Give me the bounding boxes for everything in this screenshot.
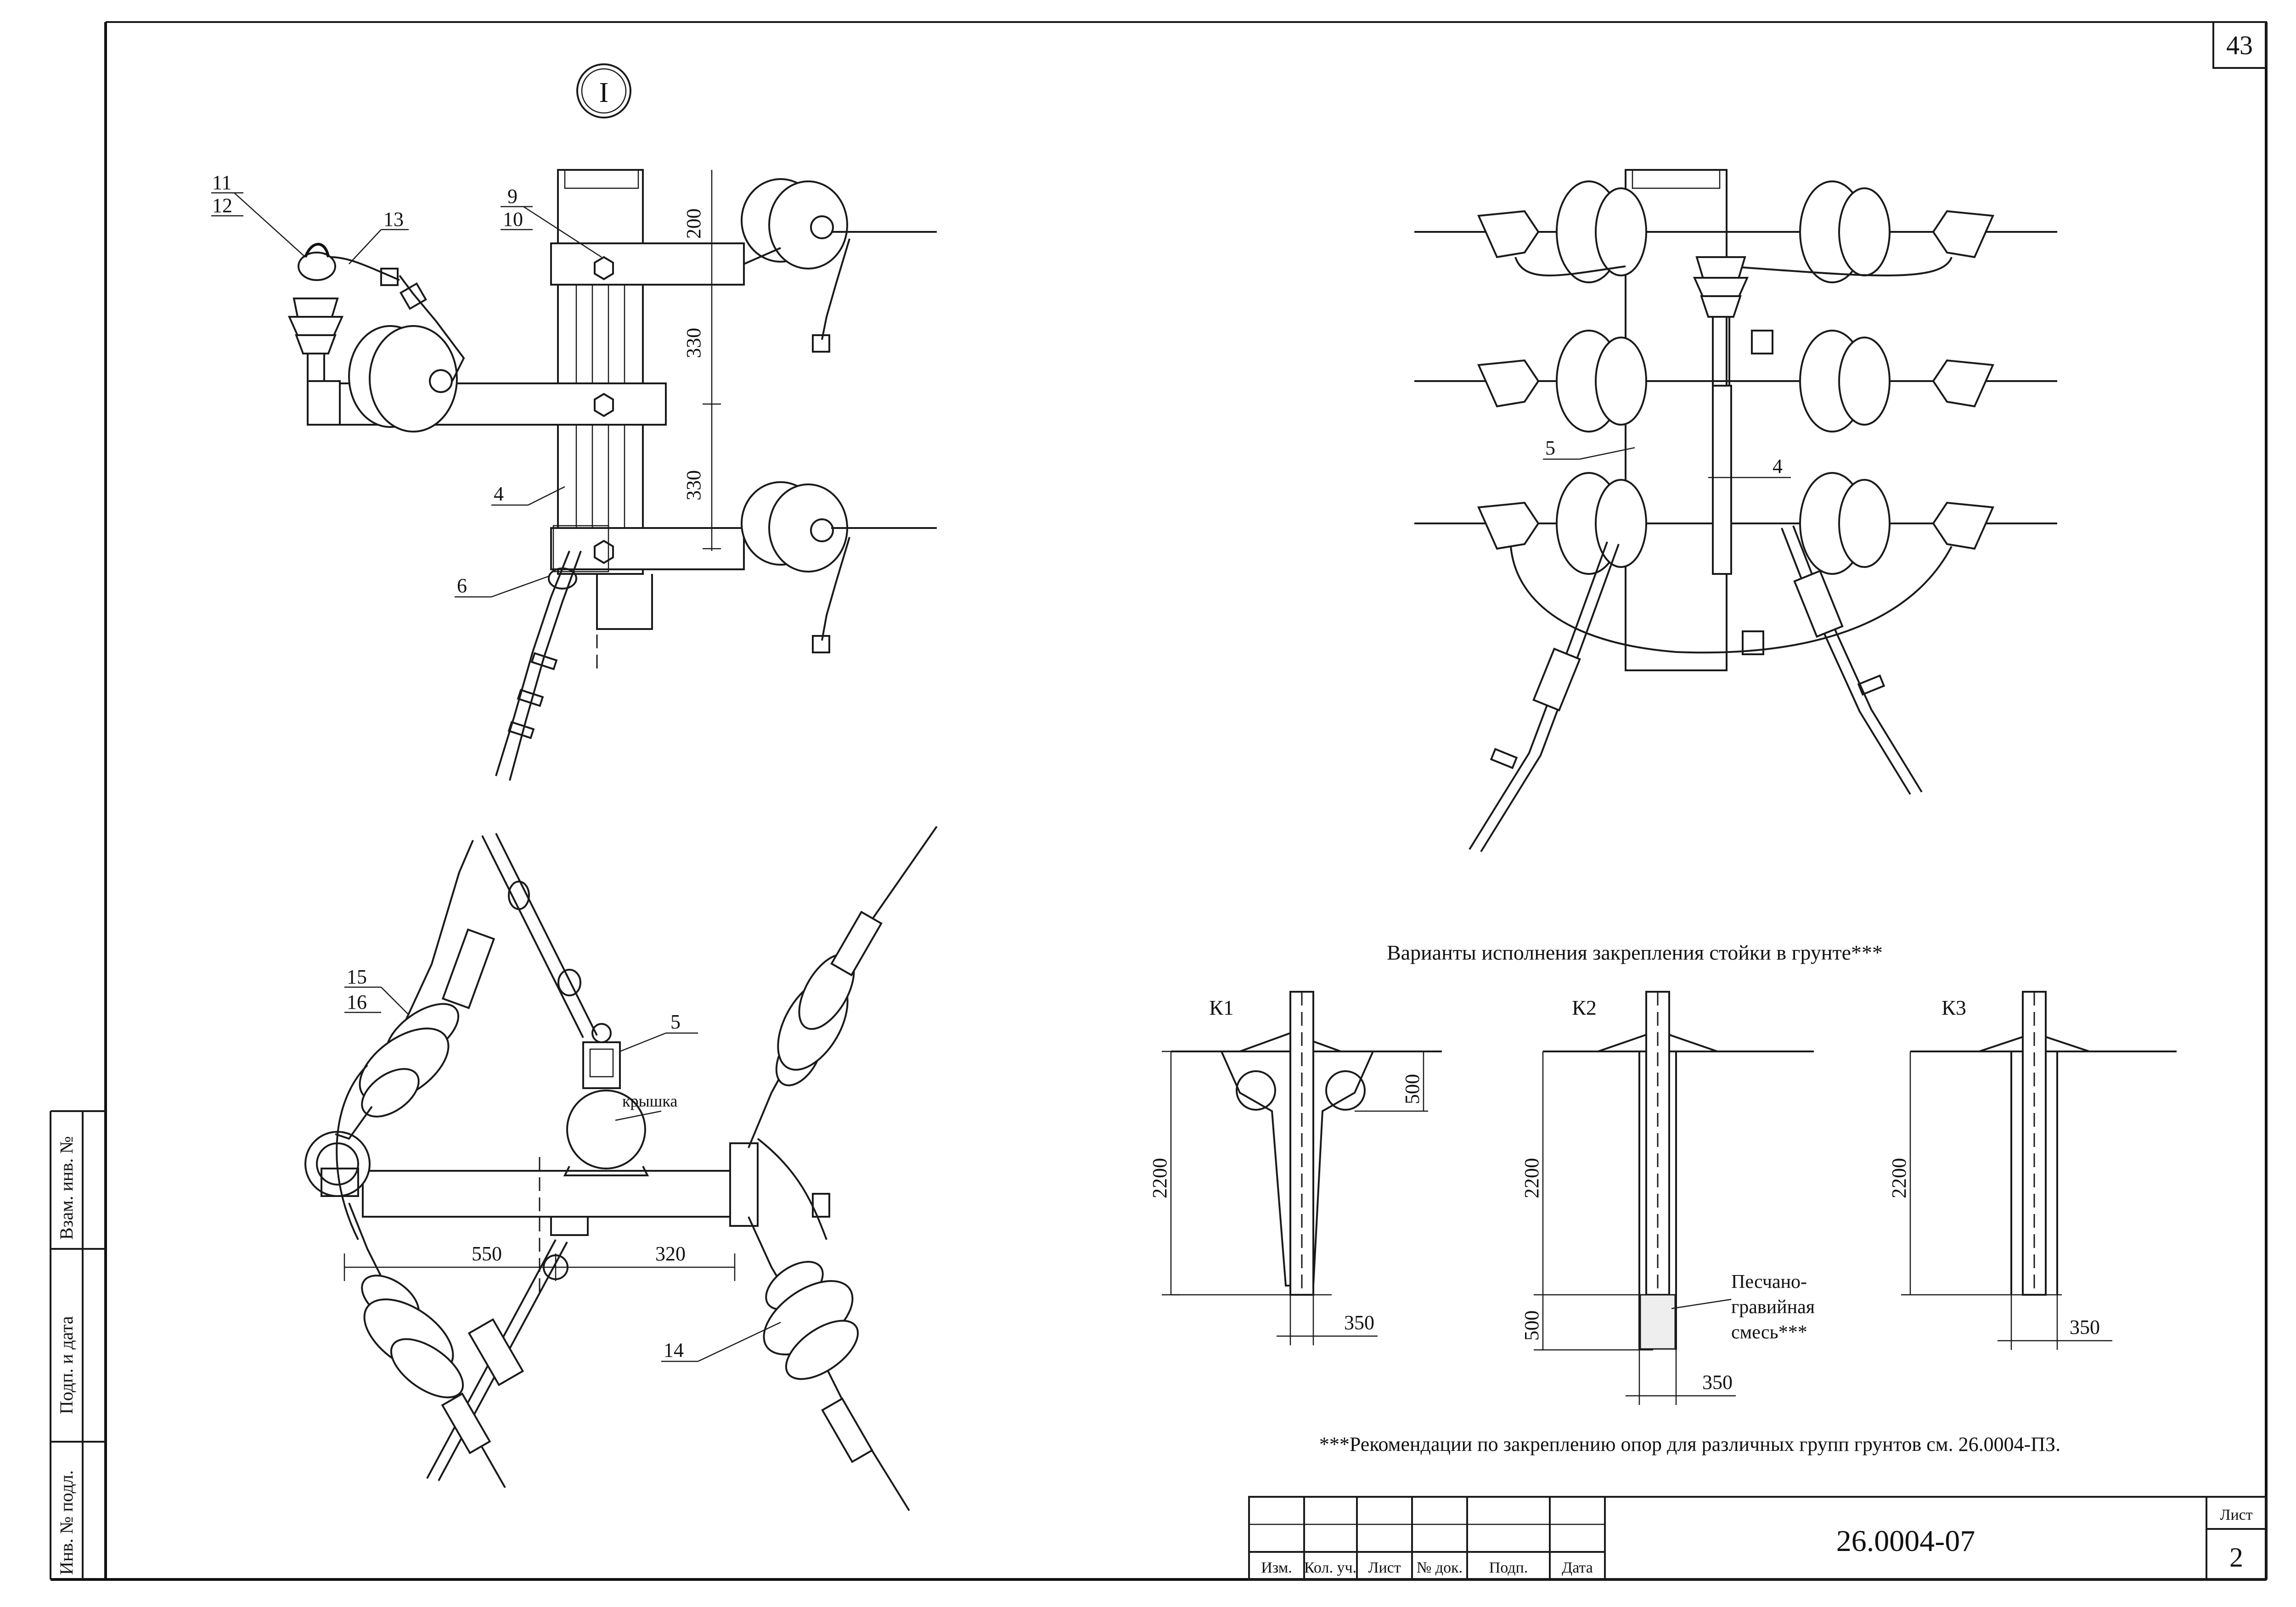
page-number-box: 43: [2212, 21, 2267, 69]
pole-cover: [566, 1090, 646, 1169]
pin-insulator: [287, 242, 400, 426]
variant-k2-fill-3: смесь***: [1731, 1322, 1807, 1343]
dimensions-top-left: 200 330 330: [682, 170, 721, 551]
variant-k1-width: 350: [1344, 1311, 1374, 1334]
pin-insulator-front: [1693, 256, 1749, 575]
stamp-col-list: Лист: [1368, 1559, 1401, 1576]
callout-4-front: 4: [1773, 455, 1783, 478]
variant-k3-depth: 2200: [1888, 1158, 1910, 1198]
callout-5-plan: 5: [670, 1011, 681, 1033]
callouts-top-right: 5 4: [1543, 437, 1791, 478]
dim-550: 550: [472, 1242, 502, 1265]
stamp-col-doc: № док.: [1417, 1559, 1463, 1576]
title-block: Изм. Кол. уч. Лист № док. Подп. Дата 26.…: [1248, 1496, 2267, 1580]
callout-9: 9: [507, 185, 518, 208]
callout-14: 14: [664, 1339, 684, 1361]
dim-330-upper: 330: [682, 328, 705, 358]
variant-k3-label: К3: [1941, 996, 1966, 1019]
callout-13: 13: [383, 208, 404, 230]
variant-k3-width: 350: [2070, 1316, 2100, 1338]
end-clamps: [1477, 210, 1994, 550]
view-top-right: 5 4: [1414, 169, 2057, 853]
insulator-string-lower-left: [348, 1202, 568, 1488]
disc-insulators-front: [1556, 180, 1891, 575]
callout-6: 6: [457, 574, 467, 597]
side-stamp: Взам. инв. № Подп. и дата Инв. № подл.: [50, 1110, 106, 1579]
stamp-col-date: Дата: [1562, 1559, 1593, 1576]
insulator-bottom-right: [741, 481, 937, 653]
detail-marker: I: [576, 63, 631, 118]
crossarm-top: [550, 242, 745, 286]
foundation-title: Варианты исполнения закрепления стойки в…: [1387, 941, 1883, 964]
variant-k2-extra: 500: [1520, 1310, 1543, 1341]
insulator-string-upper-left: [335, 833, 598, 1140]
insulator-string-lower-right: [748, 1216, 910, 1511]
view-bottom-left: 550 320 15 16 5 крышка 14: [304, 826, 938, 1511]
variant-k2: К2 2200 500 350 Песчано- гравийная смесь…: [1520, 991, 1815, 1405]
detail-marker-label: I: [599, 77, 609, 108]
callout-15: 15: [347, 966, 367, 988]
callout-16: 16: [347, 991, 367, 1013]
variant-k2-fill-1: Песчано-: [1731, 1271, 1807, 1292]
variant-k1-extra: 500: [1401, 1074, 1424, 1104]
dim-320: 320: [655, 1242, 686, 1265]
crossarm-plan: [362, 1170, 754, 1218]
callout-10: 10: [503, 208, 523, 230]
variant-k1-label: К1: [1209, 996, 1234, 1019]
strain-clamp: [495, 551, 582, 781]
insulator-string-upper-right: [748, 826, 938, 1240]
side-stamp-signdate: Подп. и дата: [56, 1316, 77, 1414]
page-number: 43: [2226, 30, 2253, 60]
variant-k2-fill: [1639, 1294, 1676, 1350]
pole: [557, 169, 644, 575]
sheet-number: 2: [2229, 1542, 2243, 1573]
variant-k2-width: 350: [1702, 1371, 1733, 1393]
callout-12: 12: [212, 194, 232, 217]
variant-k1-depth: 2200: [1148, 1158, 1171, 1198]
foundation-section: Варианты исполнения закрепления стойки в…: [1148, 941, 2177, 1455]
variant-k2-depth: 2200: [1520, 1158, 1543, 1198]
callout-5-front: 5: [1545, 437, 1555, 459]
variant-k2-fill-2: гравийная: [1731, 1297, 1815, 1318]
view-top-left: I: [211, 63, 937, 781]
insulator-top-right: [741, 178, 937, 353]
callout-11: 11: [212, 171, 231, 194]
variant-k2-label: К2: [1572, 996, 1597, 1019]
variant-k1: К1 2200 500 350: [1148, 991, 1442, 1345]
document-code: 26.0004-07: [1836, 1524, 1975, 1558]
dimensions-bottom-left: 550 320: [343, 1242, 736, 1281]
cover-label: крышка: [622, 1092, 677, 1110]
insulator-middle-left: [348, 275, 465, 433]
stamp-col-kolvo: Кол. уч.: [1304, 1559, 1356, 1576]
callouts-bottom-left: 15 16 5 крышка 14: [344, 966, 781, 1362]
dim-330-lower: 330: [682, 470, 705, 500]
stamp-col-izm: Изм.: [1261, 1559, 1292, 1576]
dim-200: 200: [682, 208, 705, 239]
side-stamp-replace: Взам. инв. №: [56, 1136, 77, 1240]
callout-4: 4: [494, 483, 504, 505]
variant-k3: К3 2200 350: [1888, 991, 2177, 1350]
side-stamp-inventory: Инв. № подл.: [56, 1470, 77, 1575]
sheet-label: Лист: [2220, 1506, 2252, 1523]
stamp-col-sign: Подп.: [1489, 1559, 1528, 1576]
callouts-top-left: 11 12 13 9 10 4 6: [211, 171, 602, 598]
foundation-footnote: ***Рекомендации по закреплению опор для …: [1319, 1433, 2060, 1455]
